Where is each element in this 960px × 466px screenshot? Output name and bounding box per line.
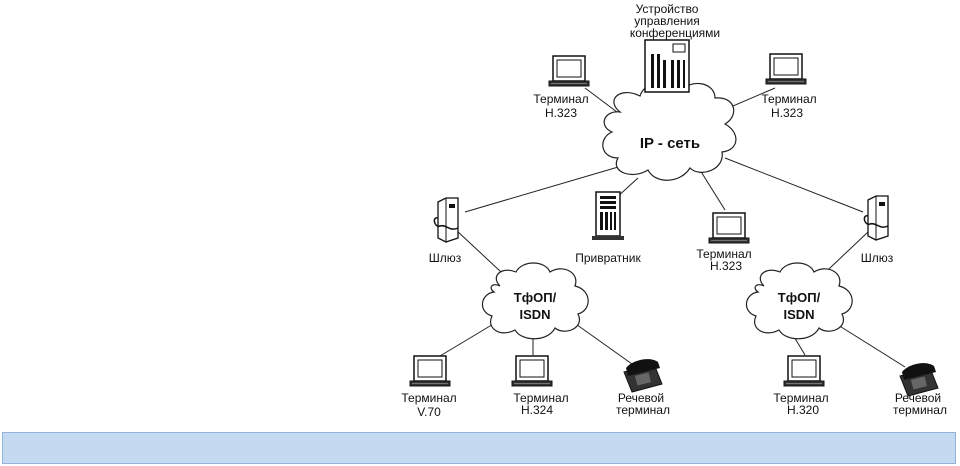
node-label-line1: Терминал xyxy=(513,391,568,405)
computer-terminal-icon xyxy=(708,212,750,244)
cloud-label-line2: ISDN xyxy=(783,307,814,322)
gatekeeper-node: Привратник xyxy=(575,191,642,265)
cloud-label-line1: ТфОП/ xyxy=(778,290,821,305)
server-tower-icon xyxy=(591,191,625,241)
node-label-line2: управления xyxy=(634,14,699,28)
terminal-h324: Терминал H.324 xyxy=(511,355,569,417)
gateway-left: Шлюз xyxy=(429,197,462,265)
edge-pstn-voice-left xyxy=(572,321,633,365)
network-cloud-icon xyxy=(481,262,589,340)
node-label-line1: Терминал xyxy=(533,92,588,106)
node-label-line1: Устройство xyxy=(636,2,699,16)
node-label-line3: конференциями xyxy=(630,26,720,40)
terminal-h320: Терминал H.320 xyxy=(773,355,829,417)
edge-ip-h323-mid xyxy=(699,169,726,211)
computer-terminal-icon xyxy=(548,55,590,87)
gateway-icon xyxy=(433,197,459,243)
node-label-line2: V.70 xyxy=(417,405,441,419)
node-label-line1: Речевой xyxy=(895,391,941,405)
pstn-isdn-cloud-right: ТфОП/ ISDN xyxy=(745,262,853,340)
edge-pstn-voice-right xyxy=(837,324,906,368)
edge-ip-gw-right xyxy=(724,157,864,213)
mcu-node: Устройство управления конференциями xyxy=(630,2,720,93)
node-label-line2: H.323 xyxy=(710,259,742,273)
node-label-line2: терминал xyxy=(616,403,670,417)
node-label-line2: H.323 xyxy=(545,106,577,120)
computer-terminal-icon xyxy=(409,355,451,387)
network-cloud-icon xyxy=(602,82,737,181)
voice-terminal-right: Речевой терминал xyxy=(893,362,947,417)
node-label-line1: Терминал xyxy=(401,391,456,405)
gateway-icon xyxy=(863,195,889,241)
gateway-right: Шлюз xyxy=(861,195,894,265)
telephone-icon xyxy=(623,358,663,393)
computer-terminal-icon xyxy=(765,53,807,85)
terminal-h323-mid: Терминал H.323 xyxy=(696,212,752,273)
node-label: Шлюз xyxy=(861,251,894,265)
node-label-line2: H.320 xyxy=(787,403,819,417)
network-cloud-icon xyxy=(745,262,853,340)
edge-ip-gw-left xyxy=(464,164,626,213)
network-diagram: IP - сеть ТфОП/ ISDN ТфОП/ ISDN Устройст… xyxy=(401,2,947,419)
node-label-line1: Речевой xyxy=(618,391,664,405)
terminal-h323-left: Терминал H.323 xyxy=(533,55,590,120)
node-label-line2: терминал xyxy=(893,403,947,417)
computer-terminal-icon xyxy=(783,355,825,387)
cloud-label: IP - сеть xyxy=(640,135,700,152)
pstn-isdn-cloud-left: ТфОП/ ISDN xyxy=(481,262,589,340)
node-label-line2: H.323 xyxy=(771,106,803,120)
computer-terminal-icon xyxy=(511,355,553,387)
ip-network-cloud: IP - сеть xyxy=(602,82,737,181)
terminal-h323-right: Терминал H.323 xyxy=(761,53,817,120)
node-label-line1: Терминал xyxy=(773,391,828,405)
node-label-line2: H.324 xyxy=(521,403,553,417)
cloud-label-line1: ТфОП/ xyxy=(514,290,557,305)
cloud-label-line2: ISDN xyxy=(519,307,550,322)
node-label: Привратник xyxy=(575,251,641,265)
node-label-line1: Терминал xyxy=(761,92,816,106)
node-label: Шлюз xyxy=(429,251,462,265)
edge-pstn-v70 xyxy=(439,322,496,357)
server-tower-icon xyxy=(644,39,690,93)
bottom-bar xyxy=(2,432,956,464)
voice-terminal-left: Речевой терминал xyxy=(616,358,670,417)
terminal-v70: Терминал V.70 xyxy=(401,355,457,419)
node-label-line1: Терминал xyxy=(696,247,751,261)
